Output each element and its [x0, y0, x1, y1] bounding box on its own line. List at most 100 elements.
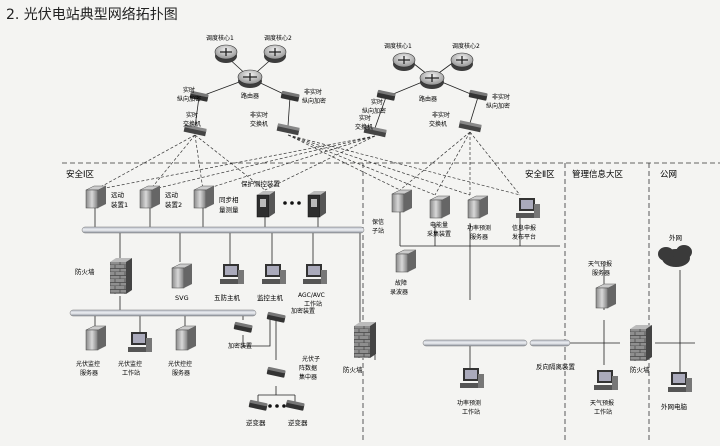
switch-icon — [458, 120, 482, 133]
info-report-label: 信息申报发布平台 — [512, 224, 536, 241]
rt-enc-label: 实时纵向加密 — [177, 86, 201, 103]
router-icon — [419, 70, 445, 89]
inverter1-label: 逆变器 — [246, 418, 266, 427]
zone2-devices: 保信子站 电能量采集装置 功率预测服务器 信息申报发布平台 故障录波器 防火墙 … — [343, 189, 540, 416]
network-bus — [422, 339, 528, 347]
encrypt-device-label: 加密装置 — [228, 342, 252, 350]
router-icon — [214, 44, 238, 63]
firewall-label: 防火墙 — [75, 267, 95, 276]
workstation-icon — [303, 264, 327, 284]
wan-dashed-links — [94, 131, 521, 196]
mgmt-devices: 反向隔离装置 天气预报服务器 天气预报工作站 — [529, 260, 618, 416]
nrt-enc-label: 非实时纵向加密 — [302, 88, 326, 105]
encryption-device-icon — [280, 90, 300, 102]
ellipsis-dots — [268, 404, 286, 408]
switch-icon — [276, 123, 300, 136]
nrt-enc-label: 非实时纵向加密 — [486, 93, 510, 110]
nrt-switch-label: 非实时交换机 — [250, 111, 268, 128]
monitor-host-label: 监控主机 — [257, 293, 284, 302]
internet-label: 外网 — [669, 233, 682, 242]
forecast-ws-label: 功率预测工作站 — [457, 399, 481, 416]
workstation-icon — [262, 264, 286, 284]
inverter2-label: 逆变器 — [288, 418, 308, 427]
network-bus — [69, 309, 257, 317]
zone-boundaries — [62, 162, 720, 442]
pv-control-server-label: 光伏控控服务器 — [168, 360, 192, 377]
server-icon — [175, 325, 197, 351]
workstation-icon — [128, 332, 152, 352]
weather-server-label: 天气预报服务器 — [588, 260, 612, 277]
router-label: 路由器 — [419, 95, 437, 103]
protection-device-icon — [256, 191, 275, 218]
core2-label: 调度核心2 — [264, 34, 292, 42]
router-icon — [450, 52, 474, 71]
external-pc-label: 外网电脑 — [661, 402, 688, 411]
switch-icon — [183, 124, 207, 137]
core1-label: 调度核心1 — [206, 34, 234, 42]
power-forecast-label: 功率预测服务器 — [467, 224, 491, 241]
telemotion2-label: 远动装置2 — [165, 191, 182, 209]
router-label: 路由器 — [241, 92, 259, 100]
collector-icon — [266, 366, 286, 378]
nrt-switch-label: 非实时交换机 — [429, 111, 450, 128]
weather-ws-label: 天气预报工作站 — [590, 399, 614, 416]
zone1-devices: 远动装置1 远动装置2 同步相量测量 保护测控装置 防火墙 SVG — [69, 179, 365, 427]
server-icon — [395, 249, 417, 273]
protection-device-icon — [307, 191, 326, 218]
server-icon — [139, 185, 161, 209]
reverse-isolation-device — [529, 339, 571, 347]
encryption-device-icon — [376, 89, 396, 101]
encrypt-device2-label: 加密装置 — [291, 307, 315, 315]
rt-switch-label: 实时交换机 — [183, 111, 201, 128]
public-firewall-label: 防火墙 — [630, 365, 650, 374]
anti-error-host-label: 五防主机 — [214, 293, 241, 302]
encryption-device-icon — [468, 89, 488, 101]
encryption-device-icon — [189, 90, 209, 102]
workstation-icon — [460, 368, 484, 388]
network-bus — [81, 226, 365, 234]
svg-label: SVG — [175, 294, 189, 302]
energy-meter-label: 电能量采集装置 — [427, 221, 451, 238]
switch-icon — [363, 125, 387, 138]
router-icon — [263, 44, 287, 63]
server-icon — [467, 195, 489, 219]
server-icon — [595, 283, 617, 309]
rt-enc-label: 实时纵向加密 — [362, 98, 386, 115]
rt-switch-label: 实时交换机 — [355, 114, 373, 131]
cloud-icon — [658, 245, 692, 267]
core1-label: 调度核心1 — [384, 42, 412, 50]
core2-label: 调度核心2 — [452, 42, 480, 50]
protection-label: 保护测控装置 — [241, 179, 281, 188]
page-title: 2. 光伏电站典型网络拓扑图 — [6, 7, 178, 23]
wan-right: 调度核心1 调度核心2 路由器 实时纵向加密 非实时纵向加密 实时交换机 非实时… — [355, 42, 510, 138]
inverter-icon — [248, 399, 268, 411]
server-icon — [429, 195, 451, 219]
server-icon — [85, 325, 107, 351]
telemotion1-label: 远动装置1 — [111, 191, 128, 209]
zone-label-public: 公网 — [660, 170, 677, 180]
encryption-device-icon — [266, 311, 286, 323]
pv-monitor-server-label: 光伏监控服务器 — [76, 360, 100, 377]
public-devices: 外网 防火墙 外网电脑 — [630, 233, 692, 411]
server-icon — [391, 189, 413, 213]
zone-label-security-1: 安全Ⅰ区 — [66, 169, 95, 180]
firewall-icon — [354, 322, 376, 358]
zone2-firewall-label: 防火墙 — [343, 365, 363, 374]
workstation-icon — [668, 372, 692, 392]
server-icon — [171, 263, 193, 289]
array-collector-label: 光伏子阵数据集中器 — [299, 355, 320, 381]
reverse-isolation-label: 反向隔离装置 — [536, 362, 576, 371]
zone-label-management: 管理信息大区 — [572, 169, 624, 180]
server-icon — [193, 185, 215, 209]
fault-recorder-label: 故障录波器 — [390, 279, 408, 296]
firewall-icon — [110, 258, 132, 294]
relay-info-label: 保信子站 — [372, 218, 384, 235]
router-icon — [237, 69, 263, 88]
ellipsis-dots — [283, 201, 301, 205]
pv-monitor-ws-label: 光伏监控工作站 — [118, 360, 142, 377]
workstation-icon — [516, 198, 540, 218]
inverter-icon — [285, 399, 305, 411]
pmu-label: 同步相量测量 — [219, 195, 239, 214]
